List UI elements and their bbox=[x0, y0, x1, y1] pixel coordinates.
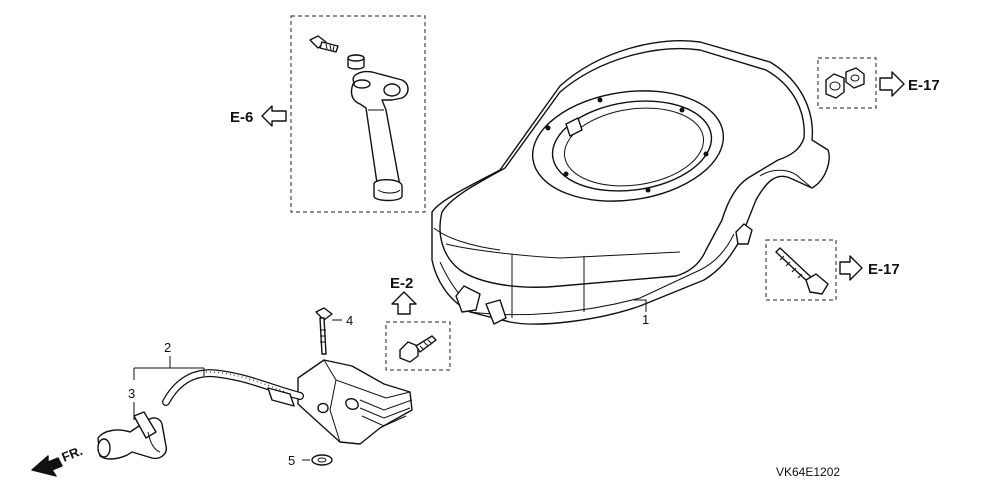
ignition-lead bbox=[97, 369, 304, 460]
ref-arrow-top-right: E-17 bbox=[879, 71, 940, 97]
callout-5: 5 bbox=[288, 453, 310, 468]
bolt-box bbox=[765, 239, 837, 301]
ref-label-e17-top: E-17 bbox=[908, 77, 940, 94]
filler-bolt bbox=[309, 35, 339, 53]
oil-filler-assembly bbox=[290, 15, 426, 213]
bolt-assembly-center bbox=[385, 321, 451, 371]
callout-number-2: 2 bbox=[164, 340, 171, 355]
nut-box bbox=[817, 57, 877, 109]
ref-arrow-left: E-6 bbox=[230, 105, 287, 127]
ref-arrow-center: E-2 bbox=[390, 275, 417, 315]
callout-number-1: 1 bbox=[642, 312, 649, 327]
callout-1: 1 bbox=[634, 299, 649, 327]
fan-cover bbox=[431, 39, 830, 325]
callout-number-3: 3 bbox=[128, 386, 135, 401]
callout-2: 2 bbox=[133, 340, 205, 380]
callout-3: 3 bbox=[128, 386, 135, 420]
bolt-box-center bbox=[385, 321, 451, 371]
callout-number-5: 5 bbox=[288, 453, 295, 468]
ref-label-e17-mid: E-17 bbox=[868, 261, 900, 278]
ref-arrow-mid-right: E-17 bbox=[839, 255, 900, 281]
bolt-assembly-right bbox=[765, 239, 837, 301]
callout-number-4: 4 bbox=[346, 313, 353, 328]
ref-label-e6: E-6 bbox=[230, 109, 253, 126]
front-label: FR. bbox=[60, 443, 85, 465]
nut-assembly bbox=[817, 57, 877, 109]
oil-filler-box bbox=[290, 15, 426, 213]
filler-tube bbox=[350, 70, 409, 195]
ignition-coil bbox=[297, 307, 413, 466]
callout-4: 4 bbox=[332, 313, 353, 328]
image-code: VK64E1202 bbox=[776, 465, 840, 479]
front-marker: FR. bbox=[31, 443, 85, 477]
ref-label-e2: E-2 bbox=[390, 275, 413, 292]
